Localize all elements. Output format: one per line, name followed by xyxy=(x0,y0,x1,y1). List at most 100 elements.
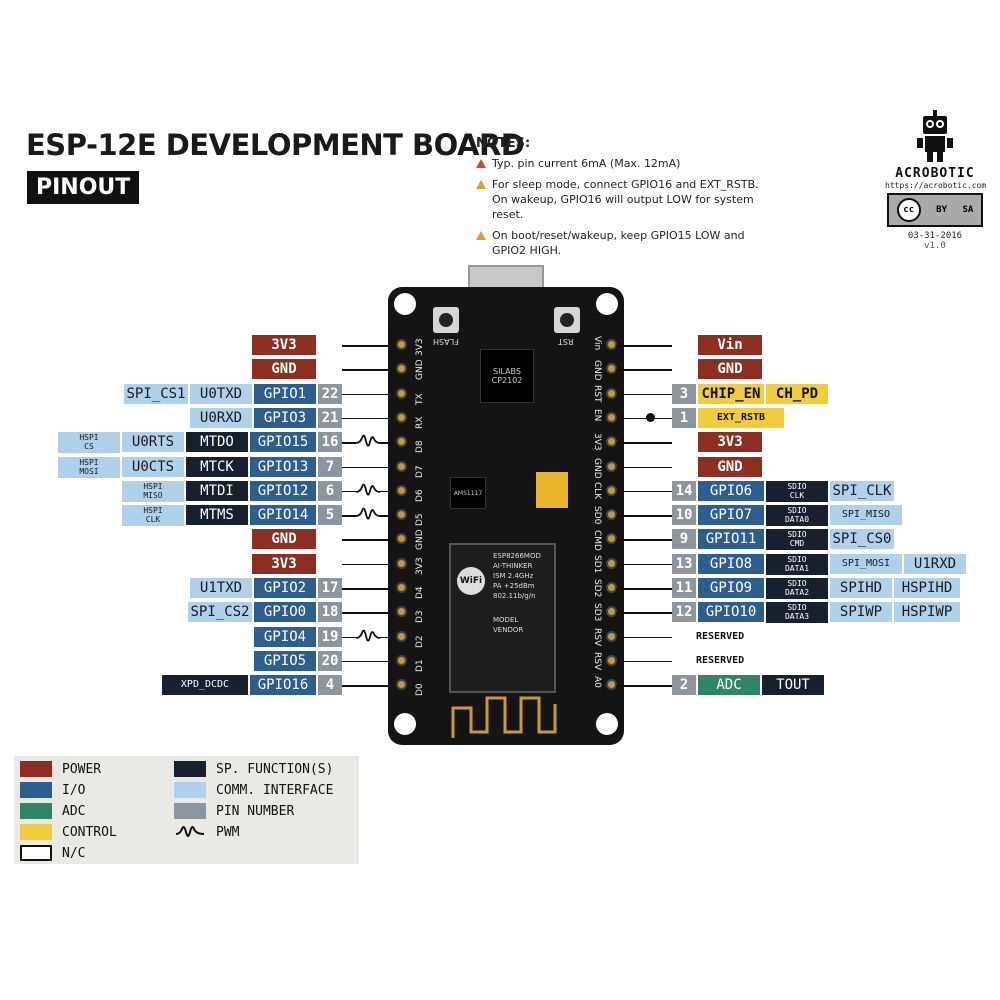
wire xyxy=(616,636,672,639)
legend-swatch xyxy=(20,803,52,819)
pin-label-ext-rstb: EXT_RSTB xyxy=(698,407,784,428)
silk-label-rsv: RSV xyxy=(592,651,602,671)
legend-item-io: I/O xyxy=(20,782,85,798)
module-line: AI-THINKER xyxy=(493,562,533,570)
module-line: PA +25dBm xyxy=(493,582,535,590)
mount-hole xyxy=(394,293,416,315)
label-line: SDIO xyxy=(787,579,807,588)
pin-number: 12 xyxy=(672,602,696,623)
silk-label-rst: RST xyxy=(592,384,602,403)
legend-item-sp-function: SP. FUNCTION(S) xyxy=(174,761,333,777)
label-line: HSPI xyxy=(79,433,99,443)
header-pin xyxy=(396,387,407,399)
header-pin xyxy=(606,557,617,569)
warning-icon xyxy=(476,231,486,240)
pin-label-u1txd: U1TXD xyxy=(190,578,252,598)
header-pin xyxy=(396,509,407,521)
pin-label-spi-cs1: SPI_CS1 xyxy=(124,383,188,404)
wire xyxy=(616,515,672,517)
note-text: Typ. pin current 6mA (Max. 12mA) xyxy=(492,157,681,170)
pin-number: 6 xyxy=(318,480,342,501)
pin-number: 13 xyxy=(672,553,696,574)
label-line: CS xyxy=(84,442,94,452)
legend-item-pin-number: PIN NUMBER xyxy=(174,803,294,819)
silk-label-tx: TX xyxy=(415,392,425,405)
pwm-icon xyxy=(356,626,380,647)
header-pin xyxy=(396,630,407,642)
reset-button-label: RST xyxy=(558,337,574,346)
warning-icon xyxy=(476,180,486,189)
wire xyxy=(616,369,672,371)
wifi-logo-icon: WiFi xyxy=(457,567,485,595)
notes-panel: NOTES: Typ. pin current 6mA (Max. 12mA) … xyxy=(476,136,766,264)
legend-item-pwm: PWM xyxy=(174,824,239,840)
brand-url[interactable]: https://acrobotic.com xyxy=(885,181,987,190)
label-line: MOSI xyxy=(79,466,99,476)
note-text: For sleep mode, connect GPIO16 and EXT_R… xyxy=(492,178,759,221)
legend-swatch xyxy=(174,761,206,777)
silk-label-d6: D6 xyxy=(415,489,425,502)
legend-label: COMM. INTERFACE xyxy=(216,782,334,798)
pwm-icon xyxy=(356,505,380,526)
label-line: CMD xyxy=(789,539,805,549)
pin-label-spi-cs2: SPI_CS2 xyxy=(188,602,252,623)
pin-label-gpio2: GPIO2 xyxy=(254,578,316,598)
header-pin xyxy=(396,557,407,569)
reset-button[interactable] xyxy=(554,307,580,333)
silk-label-d1: D1 xyxy=(415,659,425,672)
pin-number: 9 xyxy=(672,529,696,550)
wire xyxy=(342,588,396,590)
legend: POWER I/O ADC CONTROL N/C SP. FUNCTION(S… xyxy=(14,756,359,864)
pin-label-chip-en: CHIP_EN xyxy=(698,383,764,404)
wire xyxy=(342,612,396,614)
flash-button-label: FLASH xyxy=(433,337,459,346)
flash-button[interactable] xyxy=(433,307,459,333)
pin-label-spiwp: SPIWP xyxy=(830,602,892,623)
module-text: ESP8266MOD AI-THINKER ISM 2.4GHz PA +25d… xyxy=(493,551,541,601)
silk-label-d5: D5 xyxy=(415,513,425,527)
legend-item-power: POWER xyxy=(20,761,101,777)
wire xyxy=(616,442,672,444)
pin-number: 19 xyxy=(318,626,342,647)
module-line: 802.11b/g/n xyxy=(493,592,536,600)
silk-label-rx: RX xyxy=(415,416,425,429)
pin-label-gpio7: GPIO7 xyxy=(698,505,764,526)
wire xyxy=(616,612,672,614)
pin-number: 3 xyxy=(672,383,696,404)
legend-label: PIN NUMBER xyxy=(216,803,295,819)
header-pin xyxy=(606,533,617,545)
wire xyxy=(616,539,672,541)
header-pin xyxy=(606,339,617,350)
pin-label-gpio0: GPIO0 xyxy=(254,602,316,623)
module-line: VENDOR xyxy=(493,626,524,634)
pin-label-gpio10: GPIO10 xyxy=(698,602,764,623)
silk-label-sd3: SD3 xyxy=(592,603,602,622)
esp-module: WiFi ESP8266MOD AI-THINKER ISM 2.4GHz PA… xyxy=(449,543,556,693)
silk-label-d3: D3 xyxy=(415,610,425,624)
header-pin xyxy=(606,460,617,472)
pin-label-reserved: RESERVED xyxy=(696,626,774,647)
silk-label-3v3: 3V3 xyxy=(592,433,602,451)
pin-label-spi-cs0: SPI_CS0 xyxy=(830,529,894,550)
module-line: MODEL xyxy=(493,616,519,624)
wire xyxy=(616,563,672,566)
pin-label-gpio5: GPIO5 xyxy=(254,650,316,671)
capacitor xyxy=(536,472,568,508)
pin-label-3v3: 3V3 xyxy=(698,432,762,453)
wire xyxy=(342,539,396,541)
pin-label-3v3: 3V3 xyxy=(252,553,316,574)
label-line: DATA1 xyxy=(784,563,810,573)
pin-number: 20 xyxy=(318,650,342,671)
wire xyxy=(342,660,396,663)
legend-item-control: CONTROL xyxy=(20,824,117,840)
note-item: On boot/reset/wakeup, keep GPIO15 LOW an… xyxy=(476,228,766,258)
wire xyxy=(616,345,672,347)
header-pin xyxy=(396,582,407,593)
pin-number: 14 xyxy=(672,480,696,501)
regulator-chip: AMS1117 xyxy=(450,477,486,509)
wire xyxy=(342,466,396,469)
mount-hole xyxy=(394,713,416,735)
page-title: ESP-12E DEVELOPMENT BOARD xyxy=(26,128,525,162)
pin-number: 7 xyxy=(318,456,342,477)
